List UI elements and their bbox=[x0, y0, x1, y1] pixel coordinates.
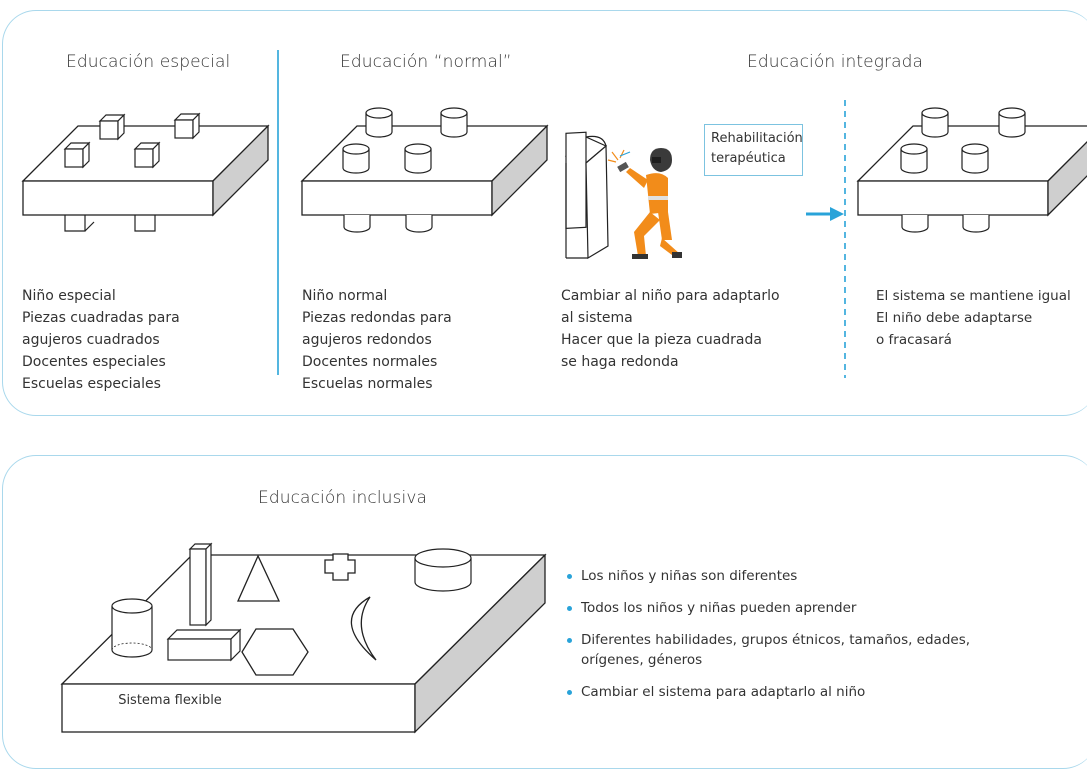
cube-icon bbox=[99, 114, 125, 140]
cylinder-icon bbox=[921, 107, 949, 138]
inclusive-panel bbox=[2, 455, 1087, 769]
worker-welding-icon bbox=[607, 148, 682, 259]
tall-prism-icon bbox=[188, 542, 213, 627]
bullet-item: Los niños y niñas son diferentes bbox=[565, 566, 970, 586]
result-line: El niño debe adaptarse bbox=[876, 310, 1033, 326]
bullet-text: Todos los niños y niñas pueden aprender bbox=[581, 600, 857, 616]
normal-line: Piezas redondas para bbox=[302, 310, 452, 326]
special-line: Docentes especiales bbox=[22, 354, 166, 370]
special-line: Niño especial bbox=[22, 288, 116, 304]
cylinder-icon bbox=[111, 598, 153, 658]
cube-icon bbox=[64, 142, 90, 168]
normal-education-title: Educación “normal” bbox=[340, 52, 512, 72]
cube-icon bbox=[134, 142, 160, 168]
change-line: al sistema bbox=[561, 310, 633, 326]
bullet-text-continued: orígenes, géneros bbox=[581, 652, 703, 668]
special-education-title: Educación especial bbox=[66, 52, 231, 72]
cylinder-icon bbox=[998, 107, 1026, 138]
crescent-icon bbox=[350, 596, 377, 661]
bullet-item: Diferentes habilidades, grupos étnicos, … bbox=[565, 630, 970, 670]
special-line: Piezas cuadradas para bbox=[22, 310, 180, 326]
result-line: El sistema se mantiene igual bbox=[876, 288, 1071, 304]
special-line: Escuelas especiales bbox=[22, 376, 161, 392]
block-icon bbox=[166, 628, 242, 662]
rehab-line-1: Rehabilitación bbox=[711, 131, 803, 146]
bullet-text: Cambiar el sistema para adaptarlo al niñ… bbox=[581, 684, 866, 700]
triangle-icon bbox=[236, 554, 281, 602]
integration-panel bbox=[2, 10, 1087, 416]
cube-icon bbox=[174, 113, 200, 139]
result-line: o fracasará bbox=[876, 332, 952, 348]
inclusive-bullet-list: Los niños y niñas son diferentes Todos l… bbox=[565, 566, 970, 714]
normal-line: Docentes normales bbox=[302, 354, 438, 370]
bullet-item: Todos los niños y niñas pueden aprender bbox=[565, 598, 970, 618]
cylinder-icon bbox=[342, 143, 370, 174]
change-line: Hacer que la pieza cuadrada bbox=[561, 332, 762, 348]
cross-icon bbox=[324, 553, 356, 581]
bullet-item: Cambiar el sistema para adaptarlo al niñ… bbox=[565, 682, 970, 702]
cylinder-icon bbox=[365, 107, 393, 138]
inclusive-education-title: Educación inclusiva bbox=[258, 488, 428, 508]
arrow-right-icon bbox=[806, 207, 844, 221]
normal-line: Escuelas normales bbox=[302, 376, 433, 392]
change-line: se haga redonda bbox=[561, 354, 679, 370]
rehab-box: Rehabilitación terapéutica bbox=[704, 124, 803, 176]
cylinder-icon bbox=[414, 548, 472, 592]
change-child-description: Cambiar al niño para adaptarlo al sistem… bbox=[561, 285, 780, 373]
cylinder-icon bbox=[440, 107, 468, 138]
square-prism-icon bbox=[564, 131, 609, 260]
normal-description: Niño normal Piezas redondas para agujero… bbox=[302, 285, 452, 395]
rehab-line-2: terapéutica bbox=[711, 151, 786, 166]
integrated-education-title: Educación integrada bbox=[747, 52, 924, 72]
bullet-text: Los niños y niñas son diferentes bbox=[581, 568, 798, 584]
change-line: Cambiar al niño para adaptarlo bbox=[561, 288, 780, 304]
special-description: Niño especial Piezas cuadradas para aguj… bbox=[22, 285, 180, 395]
cylinder-icon bbox=[404, 143, 432, 174]
bullet-text: Diferentes habilidades, grupos étnicos, … bbox=[581, 632, 971, 648]
cylinder-icon bbox=[900, 143, 928, 174]
normal-line: Niño normal bbox=[302, 288, 388, 304]
normal-line: agujeros redondos bbox=[302, 332, 432, 348]
flexible-system-label: Sistema flexible bbox=[118, 693, 222, 708]
cylinder-icon bbox=[961, 143, 989, 174]
special-board bbox=[22, 125, 269, 216]
special-line: agujeros cuadrados bbox=[22, 332, 160, 348]
integrated-result-description: El sistema se mantiene igual El niño deb… bbox=[876, 285, 1071, 351]
hexagon-icon bbox=[241, 628, 309, 676]
